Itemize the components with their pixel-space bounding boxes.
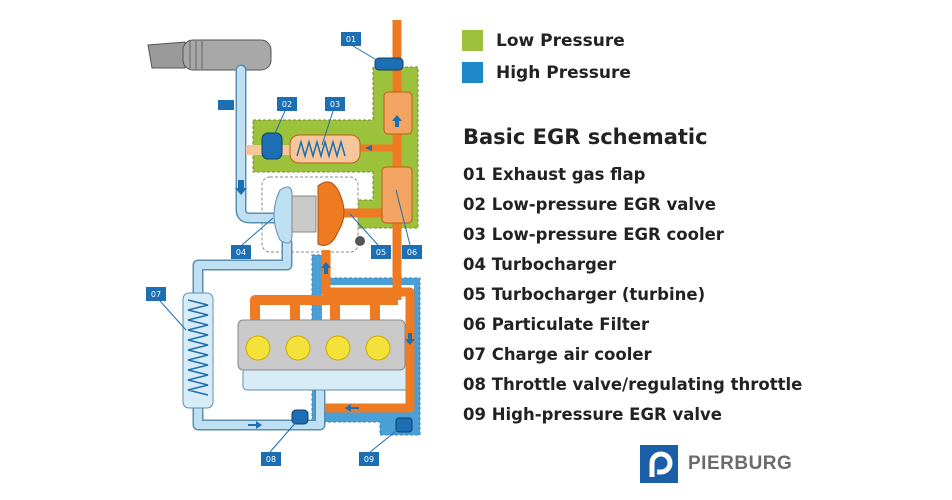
turbo-shaft xyxy=(291,195,317,233)
flow-arrows xyxy=(235,115,415,429)
intake-sensor xyxy=(218,100,234,110)
cylinder-4 xyxy=(365,335,391,361)
wastegate-actuator xyxy=(355,236,365,246)
svg-text:09: 09 xyxy=(364,455,374,464)
tag-07: 07 xyxy=(146,287,166,301)
cylinder-2 xyxy=(285,335,311,361)
tag-06: 06 xyxy=(402,245,422,259)
exhaust-gas-flap xyxy=(374,57,404,71)
tag-02: 02 xyxy=(277,97,297,111)
svg-text:02: 02 xyxy=(282,100,292,109)
parts-list-item: 03 Low-pressure EGR cooler xyxy=(463,225,724,244)
compressor xyxy=(273,186,293,244)
pierburg-logo-icon xyxy=(640,445,678,483)
egr-schematic-diagram: 01 02 03 04 05 06 07 08 09 xyxy=(146,20,422,466)
legend-low-pressure: Low Pressure xyxy=(462,30,625,51)
parts-list: 01 Exhaust gas flap 02 Low-pressure EGR … xyxy=(463,160,802,430)
leader-lines xyxy=(159,45,411,453)
parts-list-item: 06 Particulate Filter xyxy=(463,315,650,334)
catalytic-converter xyxy=(383,91,413,135)
legend-label: Low Pressure xyxy=(496,30,625,51)
svg-text:03: 03 xyxy=(330,100,340,109)
turbine xyxy=(317,181,345,246)
low-pressure-swatch xyxy=(462,30,483,51)
engine-block xyxy=(237,319,406,371)
svg-text:05: 05 xyxy=(376,248,386,257)
parts-list-item: 01 Exhaust gas flap xyxy=(463,165,646,184)
cylinder-3 xyxy=(325,335,351,361)
tag-09: 09 xyxy=(359,452,379,466)
parts-list-item: 02 Low-pressure EGR valve xyxy=(463,195,717,214)
parts-list-item: 07 Charge air cooler xyxy=(463,345,652,364)
legend-label: High Pressure xyxy=(496,62,631,83)
charge-air-cooler xyxy=(182,292,214,409)
schematic-title: Basic EGR schematic xyxy=(463,125,708,149)
svg-text:04: 04 xyxy=(236,248,246,257)
throttle-valve xyxy=(291,409,309,425)
low-pressure-egr-valve xyxy=(261,132,283,160)
low-pressure-egr-cooler xyxy=(289,134,361,164)
cylinder-1 xyxy=(245,335,271,361)
parts-list-item: 09 High-pressure EGR valve xyxy=(463,405,722,424)
high-pressure-swatch xyxy=(462,62,483,83)
air-filter xyxy=(147,39,272,71)
svg-text:06: 06 xyxy=(407,248,417,257)
svg-text:07: 07 xyxy=(151,290,161,299)
tag-03: 03 xyxy=(325,97,345,111)
tag-01: 01 xyxy=(341,32,361,46)
tag-04: 04 xyxy=(231,245,251,259)
svg-text:08: 08 xyxy=(266,455,276,464)
tag-08: 08 xyxy=(261,452,281,466)
svg-text:01: 01 xyxy=(346,35,356,44)
parts-list-item: 05 Turbocharger (turbine) xyxy=(463,285,706,304)
parts-list-item: 04 Turbocharger xyxy=(463,255,617,274)
brand-name: PIERBURG xyxy=(688,453,793,474)
tag-05: 05 xyxy=(371,245,391,259)
legend-high-pressure: High Pressure xyxy=(462,62,631,83)
parts-list-item: 08 Throttle valve/regulating throttle xyxy=(463,375,803,394)
pierburg-logo: PIERBURG xyxy=(640,445,792,483)
